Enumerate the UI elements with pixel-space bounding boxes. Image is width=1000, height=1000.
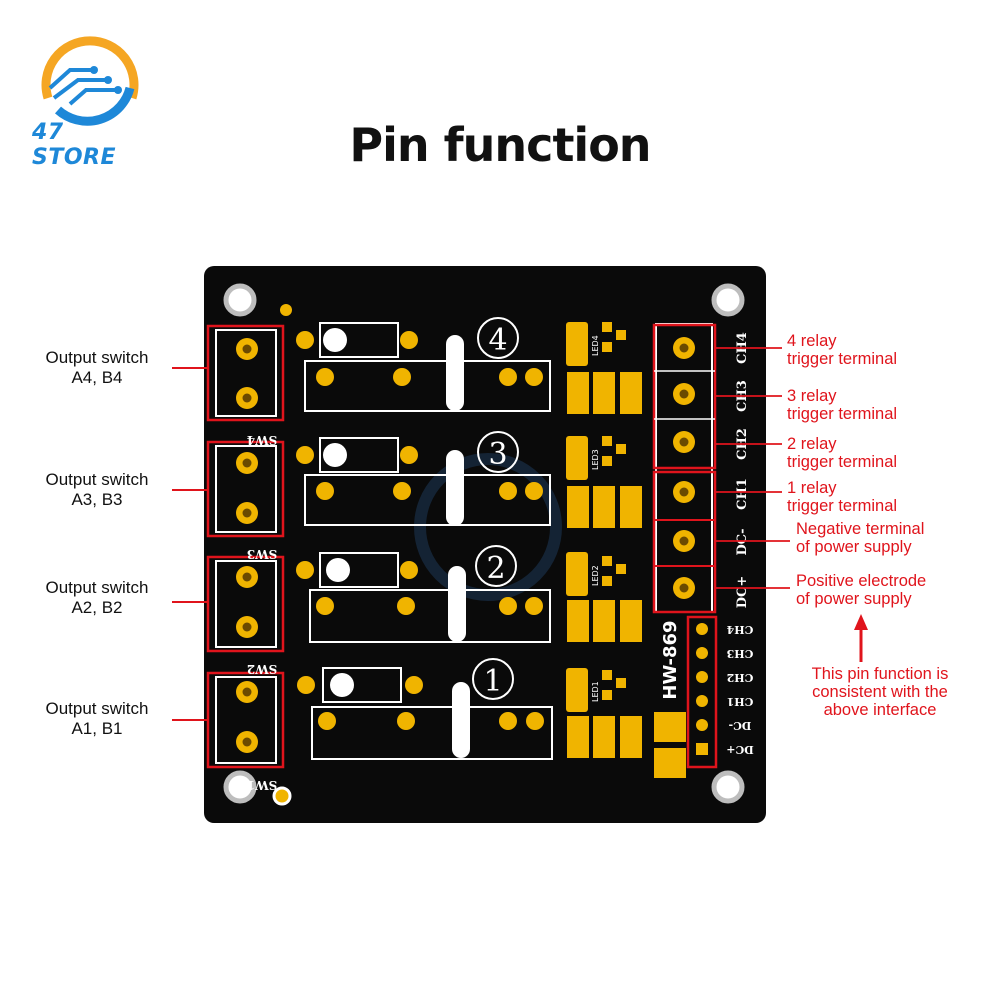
relay-1: 1 xyxy=(297,658,553,760)
output-terminal-sw2 xyxy=(206,555,285,653)
led-group-1 xyxy=(566,668,642,758)
mounting-hole xyxy=(223,283,257,317)
smd-pad xyxy=(654,748,686,778)
mounting-hole xyxy=(711,283,745,317)
relay-number-1: 1 xyxy=(483,664,502,699)
relay-number-4: 4 xyxy=(488,323,507,358)
mounting-hole xyxy=(711,770,745,804)
relay-2: 2 xyxy=(296,545,551,643)
header-silk-dc-minus: DC- xyxy=(729,719,752,732)
mounting-holes xyxy=(223,283,745,804)
output-terminal-sw3 xyxy=(206,440,285,538)
page-title: Pin function xyxy=(349,118,651,172)
up-arrow-icon xyxy=(854,614,868,662)
store-logo-icon xyxy=(41,36,139,126)
header-silk-ch1: CH1 xyxy=(727,695,754,708)
via-pad xyxy=(272,786,292,806)
relay-number-2: 2 xyxy=(486,551,505,586)
header-silk-ch4: CH4 xyxy=(726,623,753,636)
led-group-4 xyxy=(566,322,642,414)
silk-sw2: SW2 xyxy=(247,662,278,676)
output-terminal-sw1 xyxy=(206,671,285,769)
store-name: 47 STORE xyxy=(32,120,117,170)
silk-led4: LED4 xyxy=(591,335,600,356)
led-group-2 xyxy=(566,552,642,642)
silk-led1: LED1 xyxy=(591,681,600,702)
silk-sw4: SW4 xyxy=(247,433,278,447)
header-silk-ch3: CH3 xyxy=(727,647,754,660)
model-silk: HW-869 xyxy=(660,620,681,699)
pin-header-note: This pin function is consistent with the… xyxy=(811,665,949,719)
silk-led2: LED2 xyxy=(591,565,600,586)
watermark-logo xyxy=(414,453,562,601)
relay-number-3: 3 xyxy=(488,437,507,472)
relay-3: 3 xyxy=(296,431,551,526)
led-group-3 xyxy=(566,436,642,528)
silk-ch1: CH1 xyxy=(735,478,750,510)
via-pad xyxy=(280,304,292,316)
silk-dc-minus: DC- xyxy=(735,528,750,555)
relay-4: 4 xyxy=(296,317,551,412)
silk-dc-plus: DC+ xyxy=(735,576,750,609)
pin-header xyxy=(686,615,718,769)
header-silk-ch2: CH2 xyxy=(727,671,754,684)
header-silk-dc-plus: DC+ xyxy=(726,743,754,756)
mounting-hole xyxy=(223,770,257,804)
silk-sw1: SW1 xyxy=(247,778,278,792)
output-terminal-sw4 xyxy=(206,324,285,422)
silk-led3: LED3 xyxy=(591,449,600,470)
silk-sw3: SW3 xyxy=(247,547,278,561)
smd-pad xyxy=(654,712,686,742)
